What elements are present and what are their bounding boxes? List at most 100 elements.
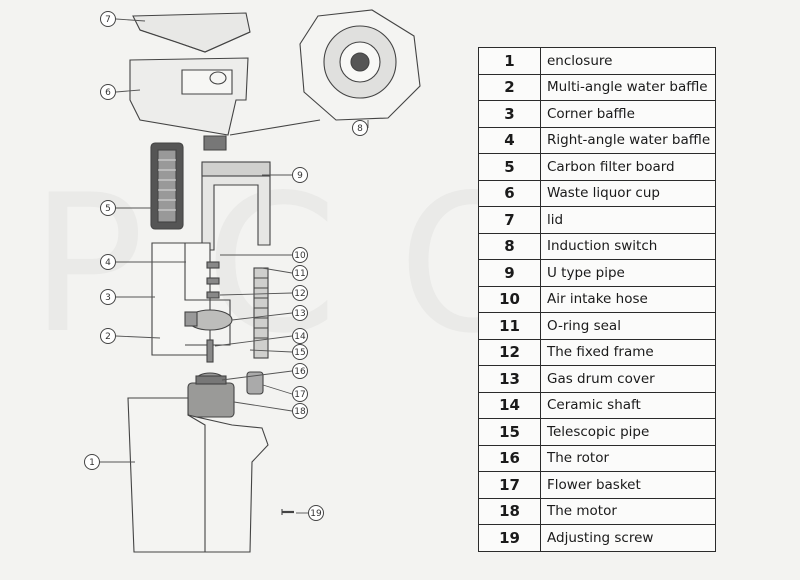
part-name: Induction switch: [540, 232, 716, 260]
small-parts-column: [206, 261, 269, 359]
part-number: 16: [478, 444, 541, 472]
svg-text:12: 12: [294, 289, 305, 299]
callout-8: 8: [352, 120, 368, 136]
flower-basket-part: [246, 371, 264, 395]
part-number: 17: [478, 471, 541, 499]
svg-text:19: 19: [310, 509, 322, 519]
callout-3: 3: [100, 289, 116, 305]
svg-text:16: 16: [294, 367, 306, 377]
part-number: 18: [478, 497, 541, 525]
svg-text:5: 5: [105, 204, 111, 214]
callout-10: 10: [292, 247, 308, 263]
callout-16: 16: [292, 363, 308, 379]
svg-text:1: 1: [89, 458, 95, 468]
motor-part: [187, 375, 235, 418]
part-name: Right-angle water baffle: [540, 126, 716, 154]
svg-text:3: 3: [105, 293, 111, 303]
enclosure-part: [127, 397, 269, 553]
callout-19: 19: [308, 505, 324, 521]
part-name: Air intake hose: [540, 285, 716, 313]
part-number: 1: [478, 47, 541, 75]
svg-text:13: 13: [294, 309, 305, 319]
part-number: 2: [478, 73, 541, 101]
callouts: 7 6 8 5 9 4 10 11 3 12 13 2 14 15 16 17 …: [84, 11, 368, 521]
svg-text:2: 2: [105, 332, 111, 342]
callout-18: 18: [292, 403, 308, 419]
svg-text:14: 14: [294, 332, 306, 342]
part-number: 6: [478, 179, 541, 207]
induction-switch-part: [229, 9, 421, 136]
part-name: Ceramic shaft: [540, 391, 716, 419]
callout-15: 15: [292, 344, 308, 360]
svg-text:6: 6: [105, 88, 111, 98]
callout-9: 9: [292, 167, 308, 183]
callout-12: 12: [292, 285, 308, 301]
part-name: Multi-angle water baffle: [540, 73, 716, 101]
svg-text:15: 15: [294, 348, 305, 358]
adjusting-screw-part: [281, 509, 294, 515]
part-name: Gas drum cover: [540, 365, 716, 393]
part-name: Corner baffle: [540, 100, 716, 128]
carbon-filter-part: [150, 142, 184, 230]
part-name: Telescopic pipe: [540, 418, 716, 446]
part-name: O-ring seal: [540, 312, 716, 340]
part-number: 13: [478, 365, 541, 393]
part-number: 10: [478, 285, 541, 313]
part-number: 5: [478, 153, 541, 181]
part-name: Waste liquor cup: [540, 179, 716, 207]
callout-2: 2: [100, 328, 116, 344]
part-number: 19: [478, 524, 541, 552]
part-number: 14: [478, 391, 541, 419]
u-pipe-part: [201, 161, 271, 251]
svg-text:11: 11: [294, 269, 305, 279]
leader-lines: [100, 18, 369, 514]
part-number: 4: [478, 126, 541, 154]
part-name: Carbon filter board: [540, 153, 716, 181]
part-name: The motor: [540, 497, 716, 525]
part-number: 7: [478, 206, 541, 234]
part-number: 3: [478, 100, 541, 128]
svg-text:4: 4: [105, 258, 111, 268]
gas-drum-part: [184, 309, 233, 331]
callout-7: 7: [100, 11, 116, 27]
part-name: enclosure: [540, 47, 716, 75]
callout-4: 4: [100, 254, 116, 270]
callout-1: 1: [84, 454, 100, 470]
part-name: Flower basket: [540, 471, 716, 499]
callout-5: 5: [100, 200, 116, 216]
svg-text:10: 10: [294, 251, 306, 261]
svg-text:9: 9: [297, 171, 303, 181]
part-name: lid: [540, 206, 716, 234]
part-name: The rotor: [540, 444, 716, 472]
svg-text:7: 7: [105, 15, 111, 25]
part-name: U type pipe: [540, 259, 716, 287]
part-number: 15: [478, 418, 541, 446]
svg-text:17: 17: [294, 390, 305, 400]
part-number: 12: [478, 338, 541, 366]
part-number: 9: [478, 259, 541, 287]
part-number: 11: [478, 312, 541, 340]
callout-17: 17: [292, 386, 308, 402]
svg-text:18: 18: [294, 407, 306, 417]
callout-14: 14: [292, 328, 308, 344]
part-name: The fixed frame: [540, 338, 716, 366]
part-name: Adjusting screw: [540, 524, 716, 552]
